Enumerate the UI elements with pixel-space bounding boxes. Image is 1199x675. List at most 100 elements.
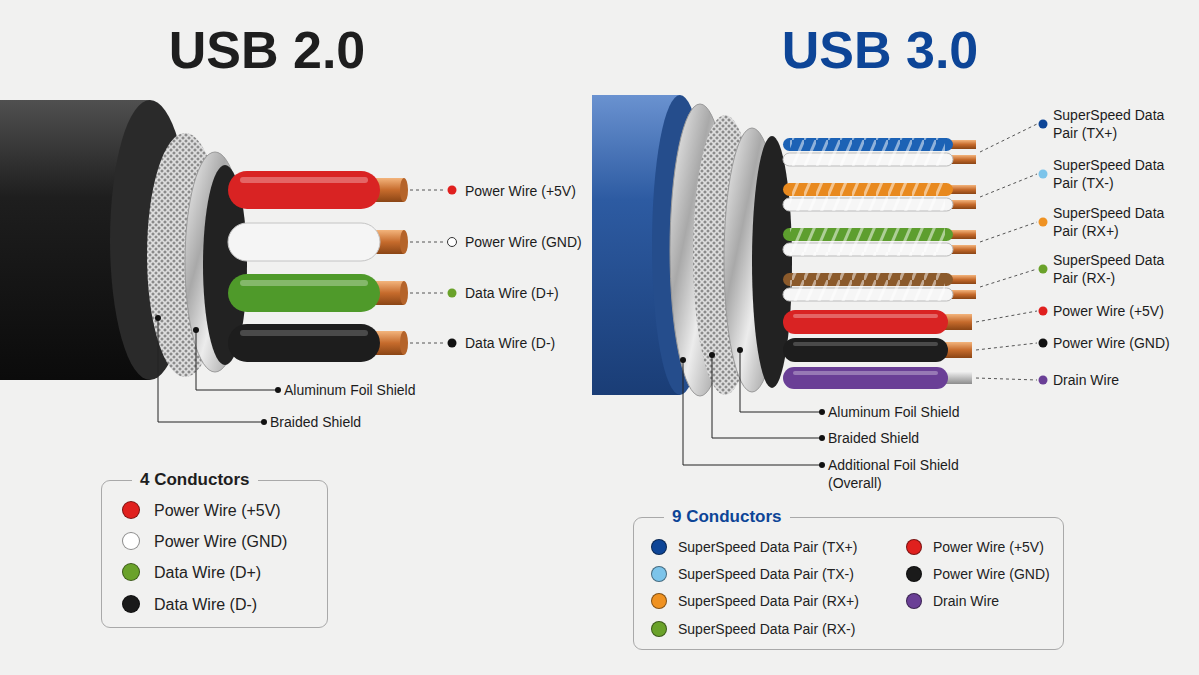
legend-text: Power Wire (GND): [933, 565, 1050, 583]
callout-dot: [448, 289, 457, 298]
callout-label: SuperSpeed Data Pair (TX-): [1053, 156, 1183, 192]
copper-strands: [400, 281, 408, 305]
wire: [228, 324, 408, 362]
callout-label: Power Wire (+5V): [1053, 302, 1164, 320]
highlight: [793, 342, 938, 346]
heading: USB 2.0: [169, 18, 366, 83]
legend-heading: 9 Conductors: [664, 506, 790, 528]
leader-line: [980, 124, 1037, 152]
wire: [783, 310, 972, 334]
legend-swatch: [651, 566, 667, 582]
leader-line: [740, 350, 820, 412]
callout-dot: [1039, 307, 1048, 316]
wire: [783, 367, 972, 389]
copper-strands: [400, 230, 408, 254]
callout-label: Aluminum Foil Shield: [284, 381, 416, 399]
leader-line: [980, 222, 1037, 242]
callout-label: Data Wire (D+): [465, 284, 559, 302]
insulation: [228, 223, 380, 261]
callout-dot: [448, 186, 457, 195]
highlight: [793, 314, 938, 318]
insulation: [783, 310, 948, 334]
highlight: [793, 371, 938, 375]
callout-dot: [1039, 265, 1048, 274]
copper-strands: [400, 178, 408, 202]
callout-dot: [193, 327, 199, 333]
copper-strands: [400, 331, 408, 355]
callout-label: Data Wire (D-): [465, 334, 555, 352]
usb2-cable: [0, 100, 457, 425]
legend-text: Data Wire (D+): [154, 562, 261, 583]
callout-dot: [819, 409, 825, 415]
twist: [790, 138, 945, 166]
callout-label: Power Wire (+5V): [465, 182, 576, 200]
callout-dot: [819, 462, 825, 468]
leader-line: [410, 293, 446, 294]
usb3-cable: [592, 95, 1048, 468]
callout-label: Braided Shield: [828, 429, 919, 447]
leader-line: [410, 343, 446, 344]
twisted-pair: [783, 228, 976, 256]
callout-label: SuperSpeed Data Pair (TX+): [1053, 106, 1183, 142]
insulation: [228, 171, 380, 209]
twisted-pair: [783, 273, 976, 301]
callout-label: Aluminum Foil Shield: [828, 403, 960, 421]
leader-lines: [158, 190, 446, 422]
twisted-pair: [783, 183, 976, 211]
callout-label: Drain Wire: [1053, 371, 1119, 389]
legend-text: SuperSpeed Data Pair (RX+): [678, 592, 859, 610]
legend-swatch: [906, 593, 922, 609]
heading: USB 3.0: [782, 18, 979, 83]
callout-dot: [819, 435, 825, 441]
callout-label: Power Wire (GND): [465, 233, 582, 251]
legend-swatch: [122, 501, 140, 519]
callout-dot: [709, 352, 715, 358]
legend-heading: 4 Conductors: [132, 469, 258, 491]
callout-dot: [1039, 339, 1048, 348]
twist: [790, 273, 945, 301]
legend-text: Power Wire (+5V): [154, 500, 281, 521]
legend-text: SuperSpeed Data Pair (TX+): [678, 538, 857, 556]
wire: [228, 223, 408, 261]
callout-label: Power Wire (GND): [1053, 334, 1170, 352]
legend-swatch: [906, 566, 922, 582]
callout-label: SuperSpeed Data Pair (RX-): [1053, 251, 1183, 287]
leader-line: [410, 242, 446, 243]
leader-line: [976, 378, 1037, 380]
highlight: [240, 330, 368, 336]
twisted-pair: [783, 138, 976, 166]
callout-dot: [1039, 218, 1048, 227]
callout-dot: [1039, 120, 1048, 129]
wire: [228, 274, 408, 312]
legend-text: SuperSpeed Data Pair (RX-): [678, 620, 855, 638]
callout-dot: [1039, 376, 1048, 385]
callout-dot: [261, 419, 267, 425]
callout-dot: [155, 315, 161, 321]
legend-text: Drain Wire: [933, 592, 999, 610]
highlight: [240, 177, 368, 183]
legend-swatch: [122, 532, 140, 550]
legend-text: SuperSpeed Data Pair (TX-): [678, 565, 854, 583]
legend-text: Power Wire (GND): [154, 531, 287, 552]
leader-line: [712, 355, 820, 438]
legend-swatch: [651, 621, 667, 637]
legend-text: Data Wire (D-): [154, 594, 257, 615]
legend-swatch: [651, 539, 667, 555]
legend-swatch: [651, 593, 667, 609]
callout-label: Braided Shield: [270, 413, 361, 431]
leader-line: [980, 269, 1037, 287]
wire: [228, 171, 408, 209]
callout-label: SuperSpeed Data Pair (RX+): [1053, 204, 1183, 240]
legend-box: 4 ConductorsPower Wire (+5V)Power Wire (…: [101, 480, 328, 628]
legend-swatch: [122, 595, 140, 613]
leader-line: [976, 343, 1037, 350]
leader-lines: [683, 124, 1037, 465]
insulation: [228, 274, 380, 312]
legend-text: Power Wire (+5V): [933, 538, 1044, 556]
insulation: [228, 324, 380, 362]
callout-dot: [680, 357, 686, 363]
insulation: [783, 367, 948, 389]
legend-swatch: [906, 539, 922, 555]
callout-dot: [448, 238, 457, 247]
